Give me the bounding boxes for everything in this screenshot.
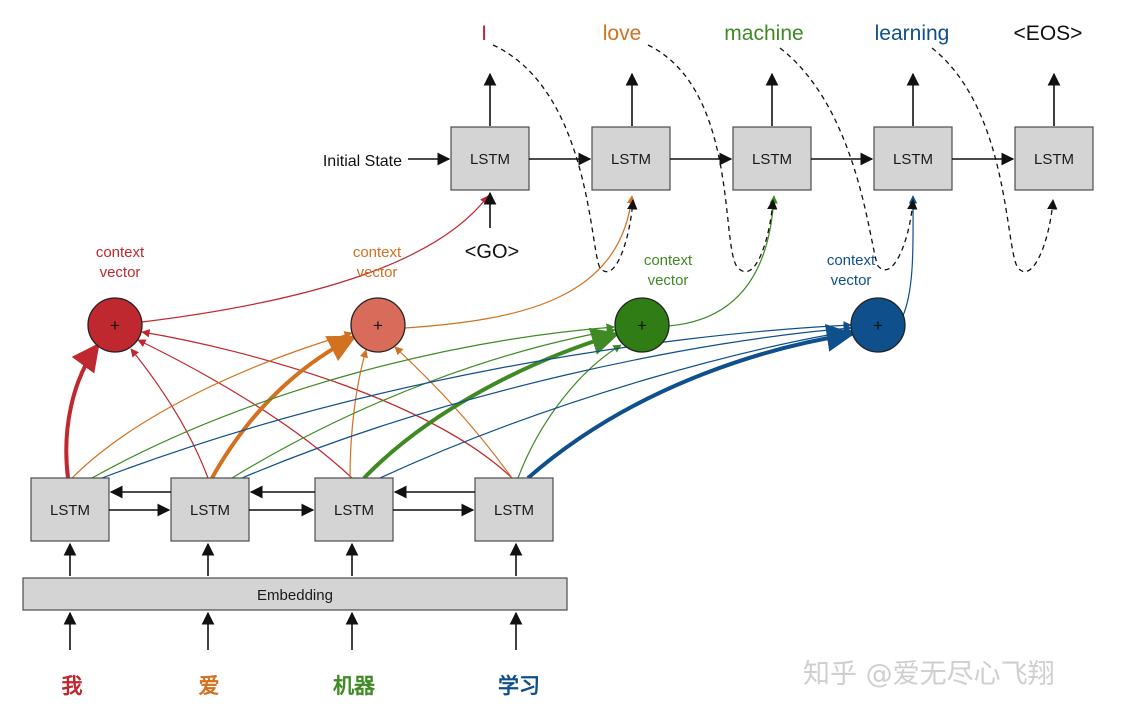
decoder-lstm-5	[1014, 126, 1094, 191]
attention-edge-blue-1	[101, 321, 852, 479]
feedback-dashed-2	[647, 44, 778, 273]
attention-edges-green	[91, 323, 622, 480]
attention-edge-blue-4	[526, 323, 855, 480]
context-sum-node-green	[614, 297, 670, 353]
context-edge-green	[667, 195, 778, 327]
encoder-lstm-3	[314, 477, 394, 542]
encoder-lstm-3-label: LSTM	[334, 502, 374, 519]
attention-nodes: context vector + context vector + contex…	[87, 244, 906, 353]
attention-edge-red-1	[64, 342, 100, 479]
encoder-lstm-4-label: LSTM	[494, 502, 534, 519]
context-sum-node-red	[87, 297, 143, 353]
encoder-lstm-2-label: LSTM	[190, 502, 230, 519]
context-label-orange-line1: context	[353, 244, 402, 261]
encoder-lstm-2	[170, 477, 250, 542]
attention-edges-red	[64, 329, 513, 479]
decoder-lstm-3-label: LSTM	[752, 151, 792, 168]
context-sum-node-orange	[350, 297, 406, 353]
decoder-output-1: I	[481, 22, 487, 45]
context-edge-red	[141, 195, 489, 323]
context-label-blue-line1: context	[827, 252, 876, 269]
decoder-lstm-5-label: LSTM	[1034, 151, 1074, 168]
context-sum-node-blue	[850, 297, 906, 353]
attention-edge-red-2	[130, 348, 209, 479]
attention-edge-blue-2	[241, 324, 852, 479]
initial-state-label: Initial State	[323, 153, 402, 170]
context-label-green-line2: vector	[648, 272, 689, 289]
encoder: LSTM LSTM LSTM LSTM Embedding 我 爱 机器 学习	[22, 477, 568, 698]
attention-edges-orange	[71, 331, 513, 479]
context-edge-blue	[901, 195, 918, 319]
context-sum-symbol-green: +	[637, 316, 647, 335]
context-sum-symbol-red: +	[110, 316, 120, 335]
context-label-red-line2: vector	[100, 264, 141, 281]
decoder-output-2: love	[603, 22, 642, 45]
attention-edge-blue-3	[379, 327, 853, 479]
feedback-dashed-4	[931, 47, 1058, 273]
context-sum-symbol-blue: +	[873, 316, 883, 335]
encoder-lstm-4	[474, 477, 554, 542]
input-token-3: 机器	[333, 674, 376, 698]
input-token-1: 我	[62, 674, 83, 698]
embedding-layer	[22, 577, 568, 611]
context-label-blue-line2: vector	[831, 272, 872, 289]
attention-edge-orange-4	[394, 346, 513, 479]
attention-edge-green-3	[362, 327, 620, 480]
decoder-output-3: machine	[724, 22, 803, 45]
decoder-lstm-1	[450, 126, 530, 191]
decoder-output-5: <EOS>	[1014, 22, 1083, 45]
input-token-2: 爱	[199, 674, 220, 698]
attention-edge-orange-1	[71, 331, 353, 479]
context-label-red-line1: context	[96, 244, 145, 261]
attention-edge-red-4	[141, 329, 513, 479]
decoder-lstm-1-label: LSTM	[470, 151, 510, 168]
decoder-lstm-2-label: LSTM	[611, 151, 651, 168]
context-label-orange-line2: vector	[357, 264, 398, 281]
context-sum-symbol-orange: +	[373, 316, 383, 335]
context-edge-orange	[404, 195, 636, 329]
decoder-output-4: learning	[875, 22, 950, 45]
encoder-lstm-1	[30, 477, 110, 542]
context-label-green-line1: context	[644, 252, 693, 269]
feedback-dashed-1	[492, 44, 638, 273]
input-token-4: 学习	[498, 674, 540, 698]
decoder-lstm-2	[591, 126, 671, 191]
attention-edges-blue	[101, 321, 855, 480]
watermark: 知乎 @爱无尽心飞翔	[803, 659, 1055, 690]
attention-edge-green-4	[517, 344, 622, 479]
go-token-label: <GO>	[465, 241, 519, 263]
decoder-lstm-4-label: LSTM	[893, 151, 933, 168]
attention-edge-green-1	[91, 323, 615, 479]
decoder: I love machine learning <EOS> Initial St…	[323, 22, 1094, 263]
attention-edge-orange-3	[349, 349, 368, 479]
attention-edge-orange-2	[210, 335, 357, 479]
embedding-layer-label: Embedding	[257, 587, 333, 604]
attention-edge-red-3	[137, 339, 353, 479]
encoder-lstm-1-label: LSTM	[50, 502, 90, 519]
